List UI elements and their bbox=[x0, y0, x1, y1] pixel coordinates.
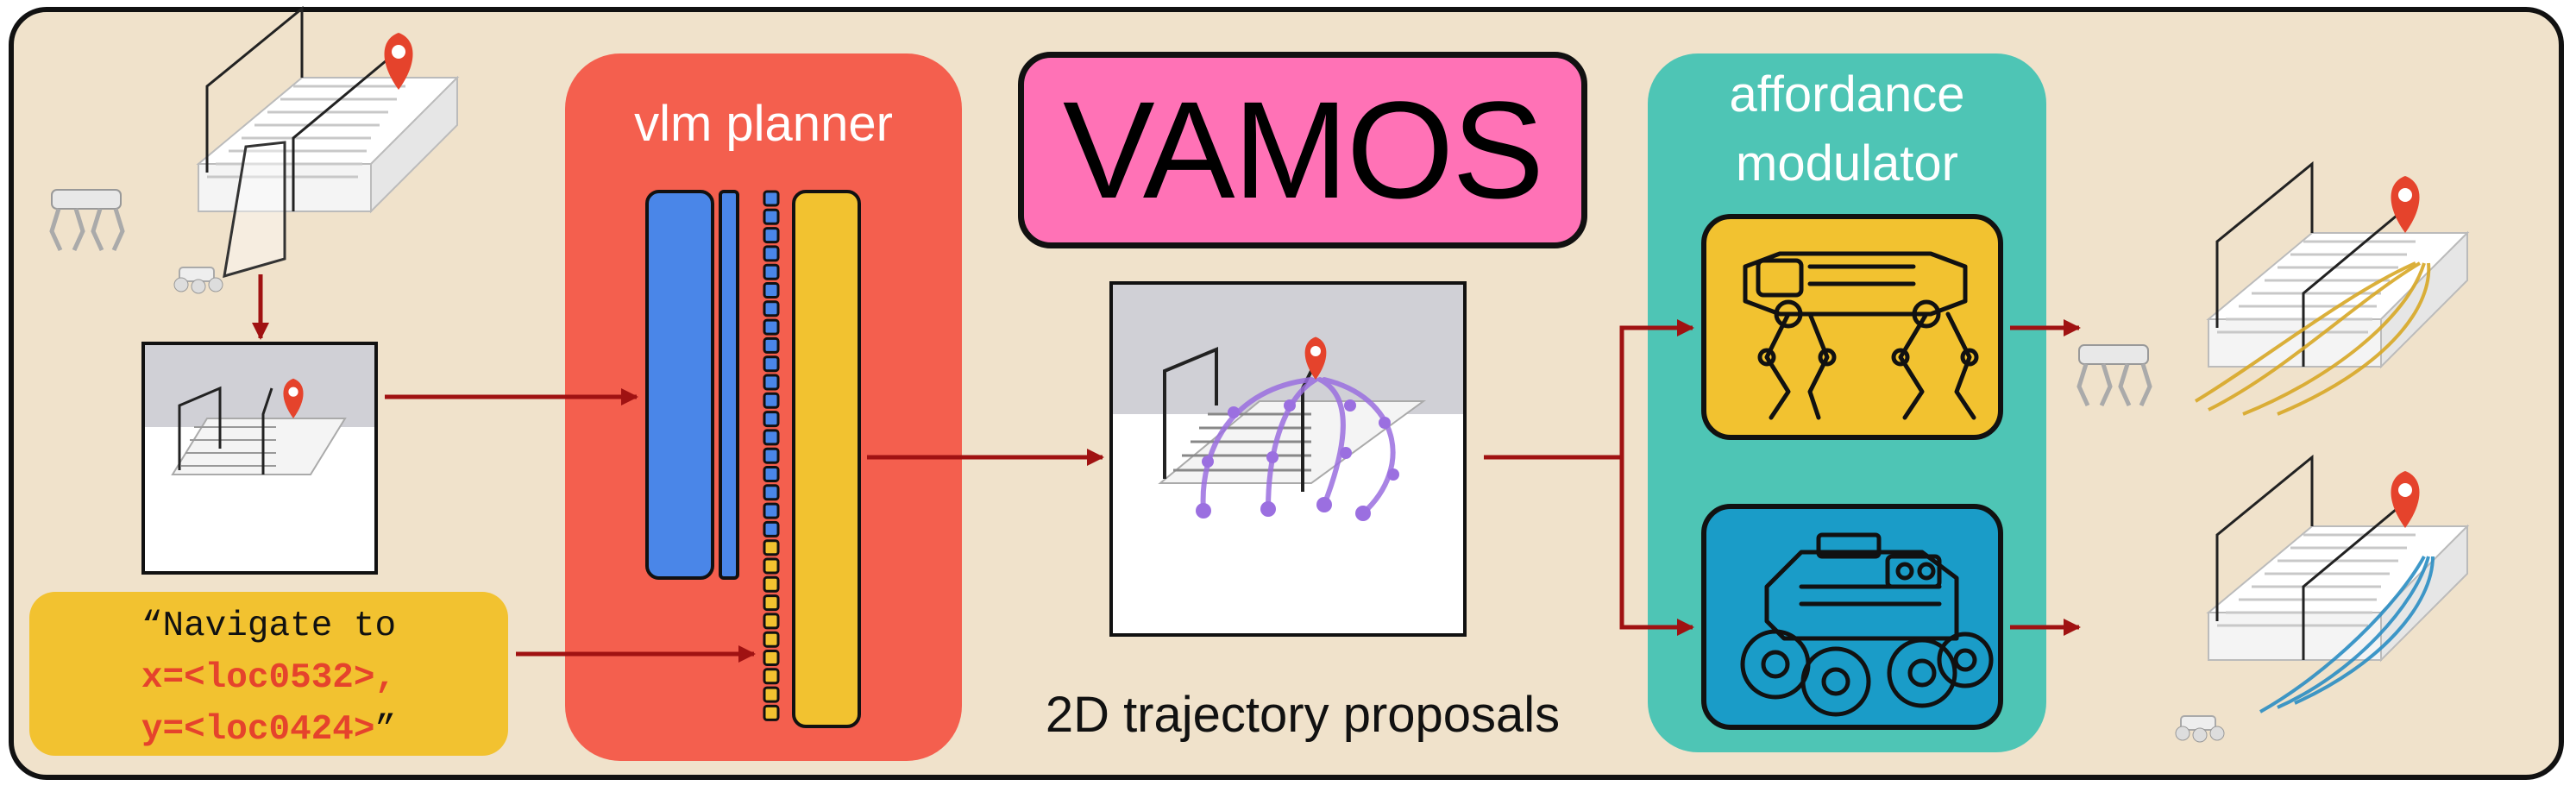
text-token bbox=[763, 594, 780, 612]
projector-block bbox=[719, 190, 739, 580]
arrow-icon bbox=[1619, 457, 1694, 636]
affordance-title-line1: affordance bbox=[1729, 66, 1965, 123]
quadruped-robot-icon bbox=[1743, 251, 1979, 420]
image-token bbox=[763, 466, 780, 482]
flow-arrows bbox=[252, 274, 2081, 663]
vamos-title-box: VAMOS bbox=[1018, 52, 1587, 248]
instruction-line3: y=<loc0424>” bbox=[29, 704, 508, 756]
text-token bbox=[763, 631, 780, 648]
vamos-title: VAMOS bbox=[1062, 72, 1544, 227]
image-token bbox=[763, 429, 780, 446]
wheeled-robot-icon bbox=[1740, 532, 1994, 717]
vlm-token-stack bbox=[645, 190, 861, 728]
image-token bbox=[763, 484, 780, 501]
image-token bbox=[763, 282, 780, 299]
text-token bbox=[763, 539, 780, 556]
text-token bbox=[763, 686, 780, 703]
text-token bbox=[763, 613, 780, 630]
trajectory-image-panel bbox=[1109, 281, 1467, 637]
image-token bbox=[763, 355, 780, 373]
text-token bbox=[763, 668, 780, 685]
affordance-modulator-title: affordance modulator bbox=[1648, 60, 2046, 198]
robot-dog-render bbox=[2079, 345, 2150, 405]
text-token bbox=[763, 557, 780, 575]
arrow-icon bbox=[1484, 319, 1694, 460]
trajectory-proposals-label: 2D trajectory proposals bbox=[1045, 687, 1561, 743]
image-token bbox=[763, 520, 780, 537]
text-token bbox=[763, 704, 780, 721]
image-token bbox=[763, 208, 780, 225]
image-token bbox=[763, 263, 780, 280]
vlm-planner-title: vlm planner bbox=[634, 96, 893, 152]
output-scene-wheeled bbox=[2175, 456, 2469, 743]
image-token bbox=[763, 190, 780, 207]
input-scene bbox=[52, 7, 459, 294]
instruction-line1: “Navigate to bbox=[141, 607, 397, 646]
quadruped-robot-box bbox=[1701, 214, 2003, 440]
image-token bbox=[763, 411, 780, 428]
image-token bbox=[763, 245, 780, 262]
image-token bbox=[763, 300, 780, 317]
vision-encoder-block bbox=[645, 190, 714, 580]
image-token bbox=[763, 227, 780, 244]
instruction-line2: x=<loc0532>, bbox=[141, 658, 397, 698]
text-token bbox=[763, 650, 780, 666]
affordance-title-line2: modulator bbox=[1736, 135, 1958, 192]
instruction-box: “Navigate to x=<loc0532>, y=<loc0424>” bbox=[29, 592, 508, 756]
image-token bbox=[763, 392, 780, 409]
camera-image-panel bbox=[141, 342, 378, 575]
instruction-line3-text: y=<loc0424> bbox=[141, 710, 375, 750]
llm-block bbox=[792, 190, 861, 728]
image-token bbox=[763, 447, 780, 464]
text-token bbox=[763, 575, 780, 593]
image-token bbox=[763, 336, 780, 354]
rover-render bbox=[173, 267, 223, 294]
image-token bbox=[763, 502, 780, 519]
robot-dog-render bbox=[52, 190, 123, 250]
token-column bbox=[763, 190, 780, 721]
image-token bbox=[763, 374, 780, 391]
location-pin-icon bbox=[2391, 176, 2420, 233]
output-scene-quadruped bbox=[2079, 162, 2469, 416]
location-pin-icon bbox=[2391, 471, 2420, 528]
image-token bbox=[763, 318, 780, 336]
camera-frustum bbox=[223, 141, 286, 279]
wheeled-robot-box bbox=[1701, 504, 2003, 730]
rover-render bbox=[2175, 715, 2225, 743]
instruction-closing-quote: ” bbox=[374, 710, 397, 750]
